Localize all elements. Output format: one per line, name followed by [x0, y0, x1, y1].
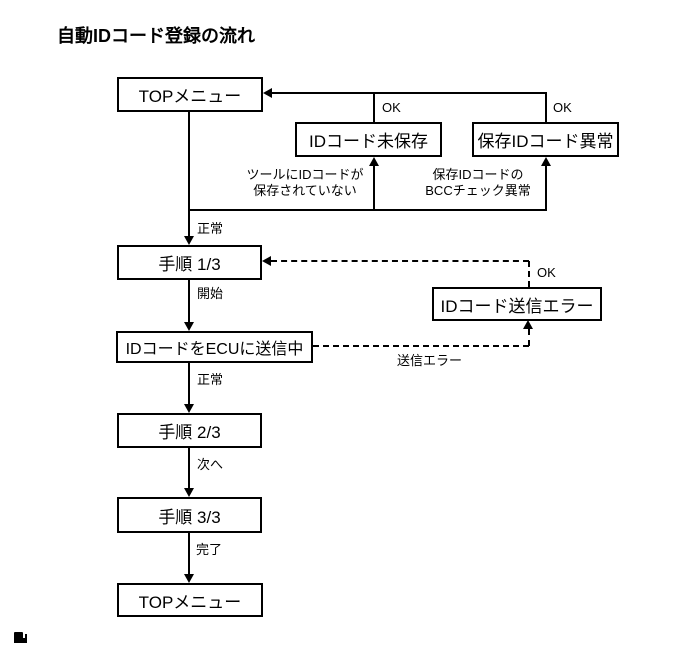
- arrowhead-into-step1-dashed: [262, 256, 271, 266]
- edge-senderror-ok-horizontal-dashed: [271, 260, 529, 262]
- node-label: IDコード未保存: [309, 132, 428, 151]
- edge-saved-error-ok-drop-line: [545, 93, 547, 123]
- arrowhead-into-step3: [184, 488, 194, 497]
- edge-label-next: 次へ: [197, 457, 224, 472]
- node-label: 手順 1/3: [158, 255, 221, 274]
- reason-line: 保存IDコードの: [432, 167, 524, 182]
- node-label: IDコードをECUに送信中: [125, 341, 304, 358]
- node-top-menu-end: TOPメニュー: [117, 583, 263, 617]
- arrowhead-into-step1: [184, 236, 194, 245]
- edge-step3-topmenu-line: [188, 533, 190, 575]
- node-step-1: 手順 1/3: [117, 245, 262, 280]
- edge-topmenu-step1-line: [188, 112, 190, 238]
- edge-step1-ecu-line: [188, 280, 190, 324]
- edge-label-unsaved-reason: ツールにIDコードが 保存されていない: [240, 167, 370, 199]
- edge-label-done: 完了: [196, 542, 223, 557]
- edge-ecu-senderror-vertical-dashed: [528, 329, 530, 346]
- edge-branch-horizontal-line: [189, 209, 547, 211]
- arrowhead-into-saved-id-code-error: [541, 157, 551, 166]
- edge-branch-to-saved-error-line: [545, 165, 547, 211]
- edge-label-ok-send-error: OK: [537, 265, 556, 280]
- arrowhead-into-sending-to-ecu: [184, 322, 194, 331]
- edge-label-normal-after-send: 正常: [197, 372, 224, 387]
- node-step-3: 手順 3/3: [117, 497, 262, 533]
- node-label: 手順 2/3: [158, 423, 221, 442]
- edge-label-send-error: 送信エラー: [397, 353, 463, 368]
- edge-label-ok-unsaved: OK: [382, 100, 401, 115]
- node-label: TOPメニュー: [138, 87, 242, 106]
- node-id-code-unsaved: IDコード未保存: [295, 122, 442, 157]
- page-title: 自動IDコード登録の流れ: [57, 26, 255, 46]
- arrowhead-into-topmenu: [263, 88, 272, 98]
- arrowhead-into-id-code-send-error: [523, 320, 533, 329]
- arrowhead-into-topmenu-end: [184, 574, 194, 583]
- node-id-code-send-error: IDコード送信エラー: [432, 287, 602, 321]
- node-saved-id-code-error: 保存IDコード異常: [472, 122, 619, 157]
- edge-ecu-step2-line: [188, 363, 190, 405]
- node-label: IDコード送信エラー: [440, 296, 594, 316]
- reason-line: ツールにIDコードが: [246, 167, 364, 182]
- node-sending-to-ecu: IDコードをECUに送信中: [116, 331, 313, 363]
- corner-logo-icon: [14, 632, 27, 643]
- node-step-2: 手順 2/3: [117, 413, 262, 448]
- edge-branch-to-unsaved-line: [373, 165, 375, 211]
- node-label: 手順 3/3: [158, 507, 221, 527]
- reason-line: 保存されていない: [253, 183, 357, 198]
- edge-label-start: 開始: [197, 286, 224, 301]
- edge-label-saved-error-reason: 保存IDコードの BCCチェック異常: [420, 167, 536, 199]
- edge-senderror-ok-vertical-dashed: [528, 261, 530, 287]
- arrowhead-into-step2: [184, 404, 194, 413]
- arrowhead-into-id-code-unsaved: [369, 157, 379, 166]
- edge-ecu-senderror-horizontal-dashed: [313, 345, 529, 347]
- node-label: TOPメニュー: [138, 592, 242, 612]
- edge-label-ok-saved-error: OK: [553, 100, 572, 115]
- edge-return-to-topmenu-line: [270, 92, 547, 94]
- node-top-menu-start: TOPメニュー: [117, 77, 263, 112]
- edge-step2-step3-line: [188, 448, 190, 489]
- edge-unsaved-ok-drop-line: [373, 93, 375, 123]
- reason-line: BCCチェック異常: [425, 183, 531, 198]
- edge-label-normal-after-top: 正常: [197, 221, 224, 236]
- node-label: 保存IDコード異常: [477, 132, 614, 151]
